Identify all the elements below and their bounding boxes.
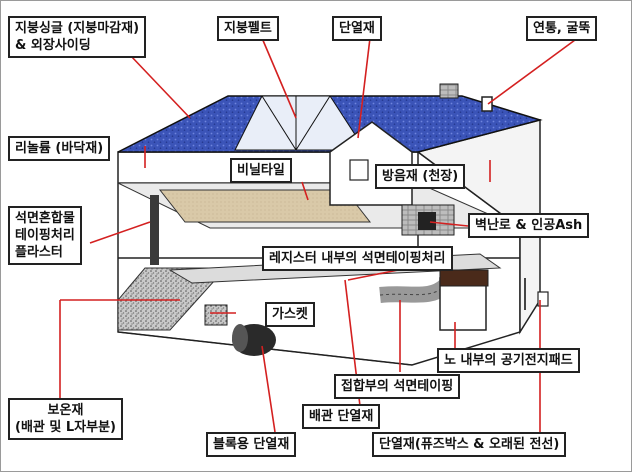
label-register-taping: 레지스터 내부의 석면테이핑처리	[262, 246, 453, 271]
label-asbestos-taping: 석면혼합물 테이핑처리 플라스터	[8, 206, 82, 265]
label-pipe-lagging-line2: (배관 및 L자부분)	[15, 420, 116, 435]
block-unit	[204, 304, 228, 326]
label-pipe-lagging: 보온재 (배관 및 L자부분)	[8, 398, 123, 440]
label-wall-stove: 벽난로 & 인공Ash	[468, 213, 590, 238]
label-roof-shingle-line1: 지붕싱글 (지붕마감재)	[15, 21, 140, 36]
label-asbestos-taping-line2: 테이핑처리	[15, 228, 75, 243]
label-roof-felt: 지붕펠트	[217, 16, 279, 41]
label-furnace-pad: 노 내부의 공기전지패드	[437, 348, 580, 373]
label-asbestos-taping-line1: 석면혼합물	[15, 211, 75, 226]
flex-duct	[379, 279, 451, 303]
label-pipe-lagging-line1: 보온재	[47, 403, 84, 418]
label-linoleum: 리놀륨 (바닥재)	[8, 136, 111, 161]
chimney	[439, 83, 459, 99]
label-roof-shingle-line2: & 외장사이딩	[15, 38, 91, 53]
gable-window	[349, 159, 369, 181]
label-vinyl-tile: 비닐타일	[230, 158, 292, 183]
label-pipe-insulation: 배관 단열재	[302, 404, 381, 429]
label-fuse-box-wire: 단열재(퓨즈박스 & 오래된 전선)	[372, 432, 567, 457]
label-asbestos-taping-line3: 플라스터	[15, 245, 63, 260]
label-insulation-top: 단열재	[332, 16, 382, 41]
label-soundproof: 방음재 (천장)	[375, 164, 466, 189]
label-gasket: 가스켓	[265, 302, 315, 327]
fuse-box	[537, 291, 549, 307]
label-block-insulation: 블록용 단열재	[206, 432, 297, 457]
label-joint-taping: 접합부의 석면테이핑	[334, 374, 461, 399]
post	[150, 195, 159, 265]
furnace	[439, 277, 487, 331]
vinyl-floor	[158, 189, 372, 223]
label-roof-shingle: 지붕싱글 (지붕마감재) & 외장사이딩	[8, 16, 147, 58]
flue-vent	[481, 96, 493, 112]
label-flue-chimney: 연통, 굴뚝	[526, 16, 598, 41]
